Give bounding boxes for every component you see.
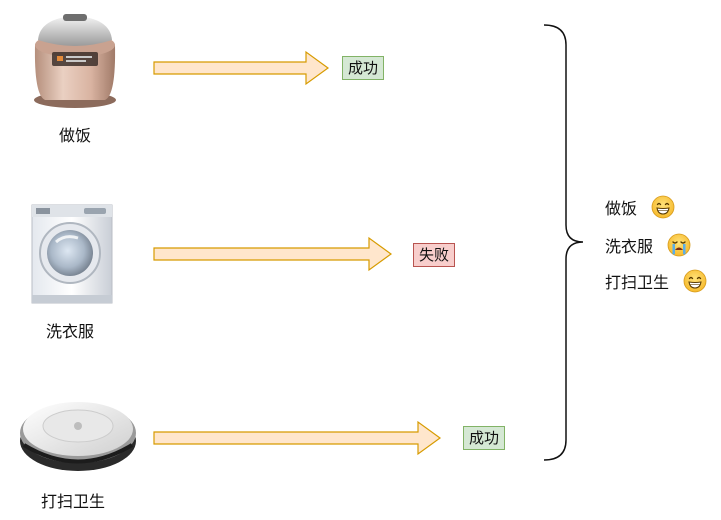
arrow-1 — [153, 50, 330, 86]
status-badge: 失败 — [413, 243, 456, 267]
grinning-face-icon — [651, 195, 675, 219]
summary-item-label: 洗衣服 — [605, 237, 654, 256]
task-label: 做饭 — [58, 126, 91, 145]
summary-item: 洗衣服 — [605, 232, 691, 258]
crying-face-icon — [667, 233, 691, 257]
summary-item: 打扫卫生 — [605, 268, 707, 294]
robot-vacuum-icon — [20, 402, 136, 471]
status-badge: 成功 — [342, 56, 385, 80]
task-label: 洗衣服 — [45, 322, 94, 341]
summary-item-label: 做饭 — [605, 199, 638, 218]
status-badge: 成功 — [463, 426, 506, 450]
grinning-face-icon — [683, 269, 707, 293]
arrow-2 — [153, 236, 393, 272]
washing-machine-icon — [31, 204, 113, 304]
task-label: 打扫卫生 — [40, 492, 105, 511]
rice-cooker-icon — [34, 14, 116, 108]
right-brace — [543, 24, 584, 461]
summary-item: 做饭 — [605, 194, 675, 220]
arrow-3 — [153, 420, 442, 456]
summary-item-label: 打扫卫生 — [605, 273, 670, 292]
